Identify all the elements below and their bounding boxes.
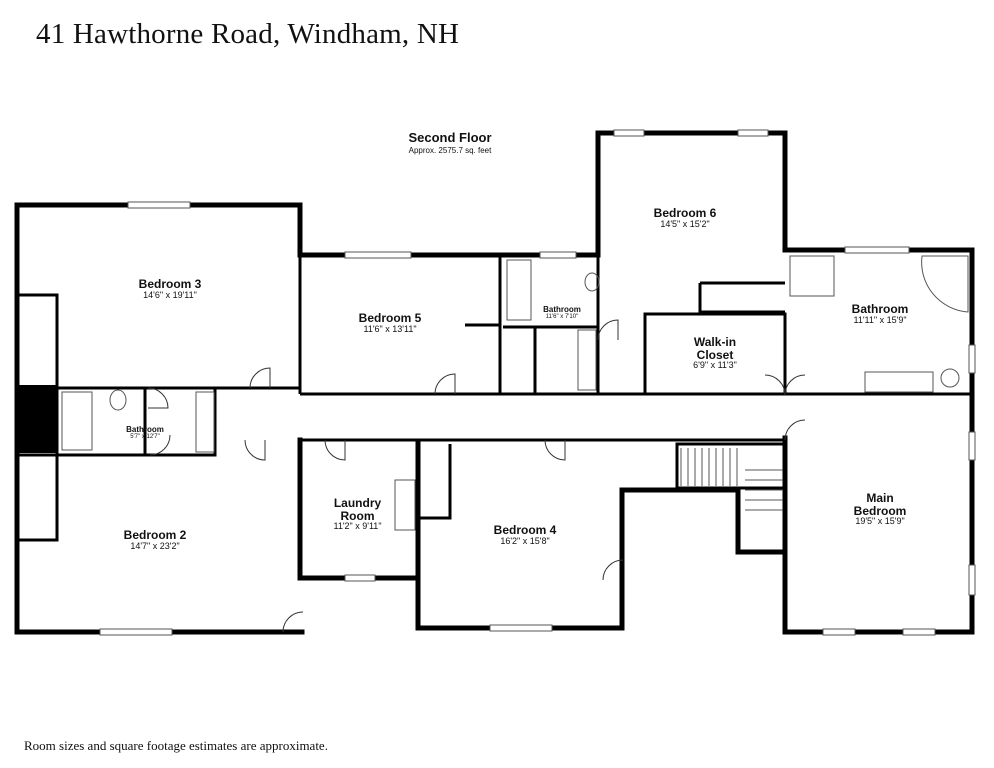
door-swings [147, 319, 806, 633]
room-dimensions: 19'5" x 15'9" [855, 516, 905, 527]
room-dimensions: 14'5" x 15'2" [660, 218, 710, 229]
room-bedroom-4: Bedroom 4 16'2" x 15'8" [465, 524, 585, 546]
room-name: Bedroom 3 [138, 277, 202, 291]
room-bedroom-3: Bedroom 3 14'6" x 19'11" [100, 278, 240, 300]
room-bathroom-main: Bathroom 11'11" x 15'9" [825, 303, 935, 325]
floor-name: Second Floor [408, 130, 492, 145]
room-name-line2: Closet [696, 347, 734, 362]
room-name: Bathroom [851, 302, 909, 316]
chimney-block [19, 385, 57, 453]
room-dimensions: 6'9" x 11'3" [693, 360, 737, 371]
exterior-walls [14, 130, 975, 635]
room-bathroom-left: Bathroom 5'7" x 12'7" [115, 425, 175, 441]
room-bedroom-5: Bedroom 5 11'6" x 13'11" [330, 312, 450, 334]
room-bathroom-upper: Bathroom 11'6" x 7'10" [532, 305, 592, 321]
room-main-bedroom: Main Bedroom 19'5" x 15'9" [825, 492, 935, 527]
property-address-title: 41 Hawthorne Road, Windham, NH [36, 18, 460, 50]
room-dimensions: 14'7" x 23'2" [130, 540, 180, 551]
room-bedroom-2: Bedroom 2 14'7" x 23'2" [95, 529, 215, 551]
room-name-line1: Laundry [333, 496, 382, 510]
staircase [680, 448, 783, 511]
room-dimensions: 11'6" x 13'11" [363, 323, 417, 334]
room-name: Bedroom 4 [493, 523, 557, 537]
footnote: Room sizes and square footage estimates … [24, 738, 328, 753]
room-name: Bathroom [543, 305, 581, 314]
room-dimensions: 11'6" x 7'10" [545, 314, 579, 321]
room-name-line1: Main [866, 491, 894, 505]
windows [99, 129, 976, 636]
room-dimensions: 11'2" x 9'11" [333, 521, 382, 532]
room-laundry: Laundry Room 11'2" x 9'11" [315, 497, 400, 532]
room-walk-in-closet: Walk-in Closet 6'9" x 11'3" [665, 336, 765, 371]
room-bedroom-6: Bedroom 6 14'5" x 15'2" [630, 207, 740, 229]
room-dimensions: 16'2" x 15'8" [500, 535, 550, 546]
room-name: Bedroom 2 [123, 528, 187, 542]
room-name: Bedroom 6 [653, 206, 717, 220]
room-name-line2: Room [340, 508, 375, 523]
floor-area: Approx. 2575.7 sq. feet [408, 146, 492, 155]
room-name-line1: Walk-in [693, 335, 737, 349]
room-dimensions: 11'11" x 15'9" [853, 314, 907, 325]
room-name-line2: Bedroom [853, 503, 907, 518]
room-dimensions: 5'7" x 12'7" [130, 434, 160, 441]
room-name: Bedroom 5 [358, 311, 422, 325]
room-name: Bathroom [126, 425, 164, 434]
room-dimensions: 14'6" x 19'11" [143, 289, 197, 300]
bath-fixtures [61, 255, 969, 531]
floor-header: Second Floor Approx. 2575.7 sq. feet [350, 130, 550, 155]
